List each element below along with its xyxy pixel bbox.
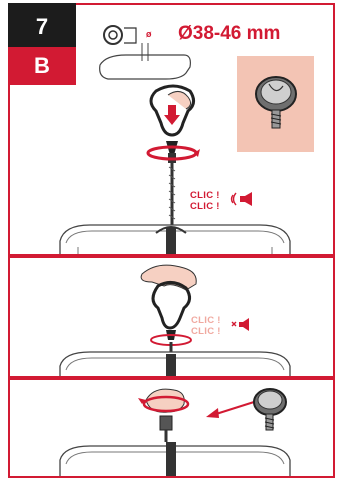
arrow-left-icon <box>206 398 256 420</box>
click-line-2: CLIC ! <box>190 201 220 212</box>
panel-step-3 <box>8 378 335 478</box>
step-letter: B <box>8 47 76 85</box>
sink-basin <box>60 442 290 478</box>
sink-basin <box>60 221 290 256</box>
sink-basin <box>60 348 290 378</box>
screw-icon <box>249 74 303 136</box>
click-line-1: CLIC ! <box>190 190 220 201</box>
click-sound-text: CLIC ! CLIC ! <box>190 190 220 212</box>
diameter-label: Ø38-46 mm <box>178 23 280 45</box>
step-number: 7 <box>8 3 76 47</box>
click-line-2: CLIC ! <box>191 326 221 337</box>
step-badge: 7 B <box>8 3 76 85</box>
click-sound-text: CLIC ! CLIC ! <box>191 315 221 337</box>
speaker-sound-icon <box>231 191 255 207</box>
screw-inset <box>237 56 314 152</box>
small-diameter-symbol: ø <box>146 29 152 39</box>
click-line-1: CLIC ! <box>191 315 221 326</box>
hand-turning-illustration <box>140 382 210 442</box>
screw-icon <box>250 386 290 436</box>
panel-step-2: CLIC ! CLIC ! <box>8 256 335 378</box>
speaker-muted-icon <box>231 318 251 332</box>
